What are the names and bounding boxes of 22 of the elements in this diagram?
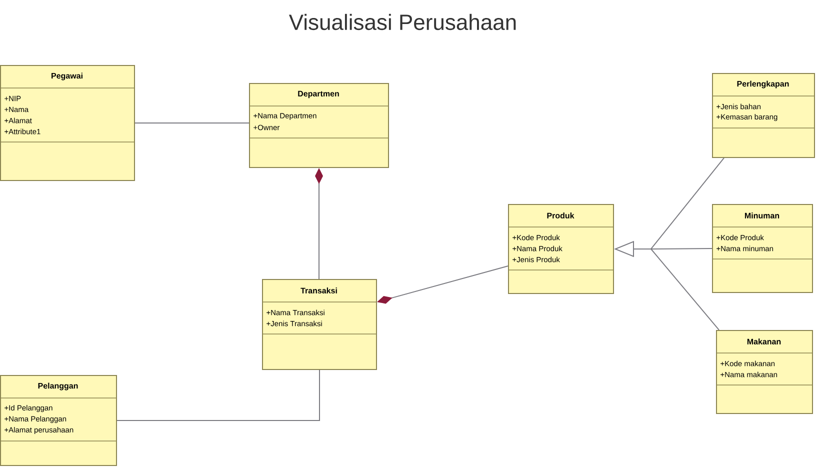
class-name: Pegawai (52, 72, 82, 80)
connector (650, 248, 720, 330)
connector (650, 248, 712, 250)
connector (116, 370, 320, 421)
title: Visualisasi Perusahaan (288, 14, 516, 30)
class-box (508, 204, 614, 294)
class-name: Makanan (747, 338, 781, 344)
class-box (716, 330, 813, 414)
class-name: Transaksi (300, 288, 337, 294)
class-box (262, 279, 377, 370)
class-name: Minuman (744, 212, 780, 218)
connector (134, 122, 250, 124)
connector (650, 158, 724, 250)
class-name: Produk (547, 212, 574, 218)
class-name: Pelanggan (38, 382, 78, 390)
class-box (248, 83, 389, 168)
class-box (0, 65, 135, 181)
class-name: Perlengkapan (737, 80, 789, 88)
class-box (712, 204, 813, 293)
class-box (712, 73, 815, 158)
class-name: Departmen (298, 90, 339, 98)
class-box (0, 375, 117, 466)
